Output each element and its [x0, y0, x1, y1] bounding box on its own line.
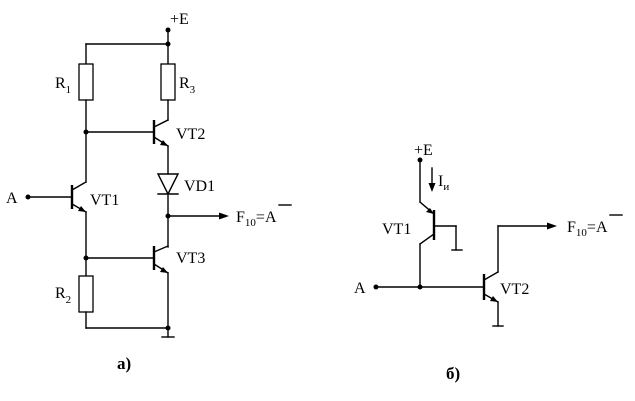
supply-label-a: +E [170, 11, 189, 28]
r1-label: R1 [55, 75, 71, 96]
caption-a: а) [117, 354, 131, 373]
output-equals-b: = [587, 219, 596, 236]
junction-dot [165, 325, 171, 331]
input-label-b: A [354, 280, 366, 297]
r2-letter: R [55, 285, 66, 302]
vt3-label: VT3 [176, 250, 205, 267]
current-arrow-icon [428, 183, 436, 192]
output-label-a: F10=A [236, 209, 277, 229]
vt2-b-label: VT2 [500, 281, 529, 298]
vd1-label: VD1 [184, 178, 215, 195]
resistor-r3 [160, 63, 176, 101]
circuit-a: +E R1 R3 R2 VT2 VD1 VT1 VT3 A F10=A а) [6, 11, 292, 373]
r3-letter: R [179, 75, 190, 92]
output-equals-a: = [256, 209, 265, 226]
transistor-vt2-b [482, 271, 499, 303]
input-label-a: A [6, 190, 18, 207]
r1-letter: R [55, 75, 66, 92]
r2-label: R2 [55, 285, 71, 306]
circuit-b: +E Iи VT1 VT2 A F10=A б) [354, 142, 623, 383]
transistor-vt1 [70, 181, 87, 213]
vt1-b-label: VT1 [382, 221, 411, 238]
current-letter: I [438, 173, 443, 190]
vt1-label: VT1 [90, 192, 119, 209]
output-value-b: A [596, 219, 608, 236]
junction-dot [417, 284, 423, 290]
output-arrow-icon-b [547, 222, 557, 230]
supply-label-b: +E [414, 142, 433, 159]
current-label: Iи [438, 173, 449, 193]
output-value-a: A [265, 209, 277, 226]
resistor-r1 [78, 63, 94, 101]
r1-index: 1 [66, 84, 72, 96]
transistor-vt1-b [419, 201, 463, 251]
r2-index: 2 [66, 294, 72, 306]
output-index-b: 10 [576, 227, 588, 239]
output-arrow-icon [219, 212, 229, 220]
output-index-a: 10 [245, 217, 257, 229]
transistor-vt3 [152, 245, 169, 274]
transistor-vt2 [152, 119, 169, 147]
output-letter-b: F [567, 219, 576, 236]
output-letter-a: F [236, 209, 245, 226]
output-label-b: F10=A [567, 219, 608, 239]
diode-vd1 [156, 173, 180, 196]
r3-label: R3 [179, 75, 196, 96]
resistor-r2 [78, 275, 94, 313]
vt2-label: VT2 [176, 126, 205, 143]
r3-index: 3 [190, 84, 196, 96]
caption-b: б) [446, 364, 460, 383]
current-index: и [443, 181, 449, 193]
